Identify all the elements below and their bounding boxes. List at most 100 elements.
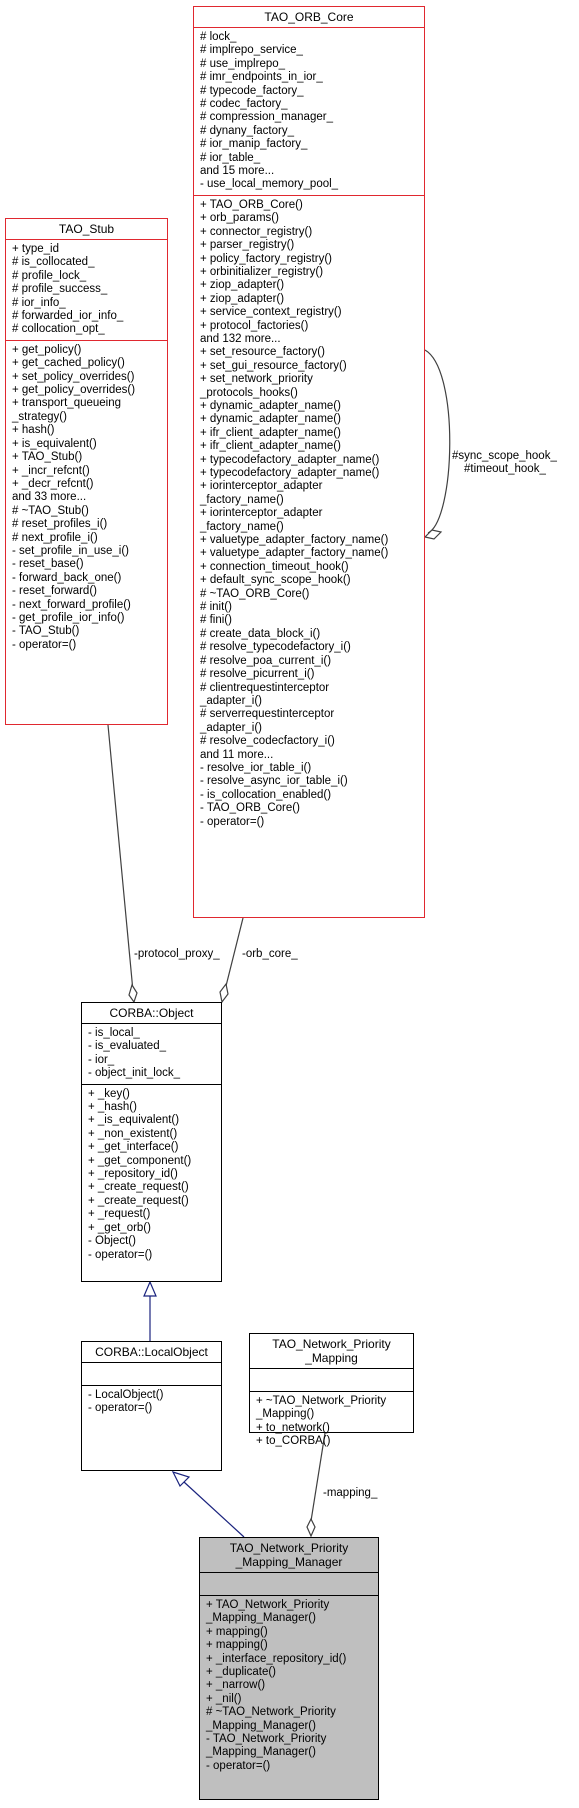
class-attributes <box>82 1362 221 1385</box>
class-operation: _Mapping_Manager() <box>206 1719 316 1732</box>
class-attributes: - is_local_- is_evaluated_- ior_- object… <box>82 1023 221 1084</box>
self-loop-diamond <box>423 529 443 540</box>
class-attribute: - is_evaluated_ <box>88 1040 166 1053</box>
class-operation: + connection_timeout_hook() <box>200 560 349 573</box>
mapping-diamond <box>306 1517 316 1538</box>
class-tao-network-priority-mapping-manager[interactable]: TAO_Network_Priority _Mapping_Manager + … <box>199 1537 379 1800</box>
class-operation: - operator=() <box>88 1402 153 1415</box>
class-attribute: - use_local_memory_pool_ <box>200 178 339 191</box>
class-operation: # resolve_picurrent_i() <box>200 668 315 681</box>
class-operation: + get_policy() <box>12 343 82 356</box>
class-attribute: # typecode_factory_ <box>200 84 304 97</box>
class-operation: + _nil() <box>206 1692 242 1705</box>
class-operation: _protocols_hooks() <box>200 386 298 399</box>
class-operation: # init() <box>200 601 232 614</box>
class-operation: # resolve_poa_current_i() <box>200 654 332 667</box>
manager-generalization-arrow <box>171 1471 191 1488</box>
class-attribute: # use_implrepo_ <box>200 57 286 70</box>
class-operation: + _hash() <box>88 1101 137 1114</box>
class-attribute: # ior_info_ <box>12 296 66 309</box>
mapping-label: -mapping_ <box>323 1487 378 1499</box>
localobject-generalization-arrow <box>143 1280 157 1297</box>
class-operation: + policy_factory_registry() <box>200 252 332 265</box>
class-operation: + ziop_adapter() <box>200 292 285 305</box>
protocol-proxy-line <box>107 724 135 1003</box>
class-title: TAO_Network_Priority _Mapping <box>272 1337 391 1365</box>
class-operation: _factory_name() <box>200 493 284 506</box>
class-operation: + get_policy_overrides() <box>12 384 136 397</box>
sync-scope-hook-label: #sync_scope_hook_ <box>452 450 557 462</box>
class-operation: # ~TAO_Network_Priority <box>206 1706 336 1719</box>
class-operation: + TAO_ORB_Core() <box>200 198 303 211</box>
class-operation: - reset_base() <box>12 558 84 571</box>
class-operation: - set_profile_in_use_i() <box>12 544 129 557</box>
class-corba-object[interactable]: CORBA::Object - is_local_- is_evaluated_… <box>81 1002 222 1282</box>
class-operation: + mapping() <box>206 1639 268 1652</box>
class-operation: - LocalObject() <box>88 1389 164 1401</box>
class-corba-localobject[interactable]: CORBA::LocalObject - LocalObject()- oper… <box>81 1341 222 1471</box>
class-operation: _adapter_i() <box>200 694 263 707</box>
orb-core-label: -orb_core_ <box>242 948 298 960</box>
class-operation: + transport_queueing <box>12 397 122 410</box>
class-operation: - reset_forward() <box>12 585 97 598</box>
class-operation: + _duplicate() <box>206 1666 276 1679</box>
class-operation: + _get_component() <box>88 1154 192 1167</box>
class-operation: # resolve_codecfactory_i() <box>200 735 335 748</box>
class-operation: + get_cached_policy() <box>12 357 125 370</box>
class-operation: and 11 more... <box>200 748 274 761</box>
class-tao-stub[interactable]: TAO_Stub + type_id# is_collocated_# prof… <box>5 218 168 725</box>
class-operation: # resolve_typecodefactory_i() <box>200 641 351 654</box>
class-operation: + service_context_registry() <box>200 306 342 319</box>
class-operation: + connector_registry() <box>200 225 313 238</box>
class-operations: - LocalObject()- operator=() <box>82 1385 221 1419</box>
class-attributes <box>250 1368 413 1391</box>
class-operation: + set_gui_resource_factory() <box>200 359 347 372</box>
class-operations: + TAO_ORB_Core()+ orb_params()+ connecto… <box>194 194 424 832</box>
class-operation: - TAO_ORB_Core() <box>200 802 300 815</box>
class-operation: _strategy() <box>12 410 67 423</box>
class-attribute: # codec_factory_ <box>200 98 288 111</box>
class-operation: - resolve_ior_table_i() <box>200 761 312 774</box>
class-operation: + TAO_Stub() <box>12 451 83 464</box>
class-attribute: - ior_ <box>88 1053 115 1066</box>
class-operation: + set_resource_factory() <box>200 346 325 359</box>
class-operation: _factory_name() <box>200 520 284 533</box>
class-operation: + iorinterceptor_adapter <box>200 507 323 520</box>
class-operation: - forward_back_one() <box>12 571 122 584</box>
class-operation: # ~TAO_ORB_Core() <box>200 587 310 600</box>
class-operation: + ziop_adapter() <box>200 279 285 292</box>
class-operation: + _decr_refcnt() <box>12 477 94 490</box>
class-operation: + orb_params() <box>200 212 279 225</box>
class-operation: + to_network() <box>256 1421 330 1434</box>
class-operation: + _key() <box>88 1087 130 1100</box>
class-attribute: # ior_table_ <box>200 151 261 164</box>
class-operation: + _interface_repository_id() <box>206 1652 347 1665</box>
class-attribute: - is_local_ <box>88 1027 140 1039</box>
class-attribute: # lock_ <box>200 31 237 43</box>
class-title: CORBA::LocalObject <box>95 1345 208 1359</box>
class-attribute: and 15 more... <box>200 165 275 178</box>
class-attributes: + type_id# is_collocated_# profile_lock_… <box>6 239 167 340</box>
class-tao-network-priority-mapping[interactable]: TAO_Network_Priority _Mapping + ~TAO_Net… <box>249 1333 414 1447</box>
class-operation: + _create_request() <box>88 1194 189 1207</box>
class-operation: + typecodefactory_adapter_name() <box>200 467 380 479</box>
timeout-hook-label: #timeout_hook_ <box>464 463 546 475</box>
class-attribute: # imr_endpoints_in_ior_ <box>200 71 323 84</box>
class-operation: - TAO_Stub() <box>12 625 80 638</box>
class-operation: # clientrequestinterceptor <box>200 681 330 694</box>
class-operation: + hash() <box>12 424 55 437</box>
class-title: TAO_Stub <box>58 222 115 236</box>
class-operations: + TAO_Network_Priority _Mapping_Manager()… <box>200 1595 378 1776</box>
class-attribute: # dynany_factory_ <box>200 124 294 137</box>
class-operation: + set_policy_overrides() <box>12 370 135 383</box>
protocol-proxy-label: -protocol_proxy_ <box>134 948 220 960</box>
class-operation: + valuetype_adapter_factory_name() <box>200 547 389 560</box>
class-operation: + ~TAO_Network_Priority <box>256 1395 387 1407</box>
class-tao-orb-core[interactable]: TAO_ORB_Core # lock_# implrepo_service_#… <box>193 6 425 918</box>
class-attribute: # profile_success_ <box>12 283 108 296</box>
class-operation: + TAO_Network_Priority <box>206 1599 330 1611</box>
class-operation: + mapping() <box>206 1625 268 1638</box>
class-operation: _Mapping_Manager() <box>206 1746 316 1759</box>
class-attribute: # compression_manager_ <box>200 111 333 124</box>
class-operation: + to_CORBA() <box>256 1435 331 1448</box>
